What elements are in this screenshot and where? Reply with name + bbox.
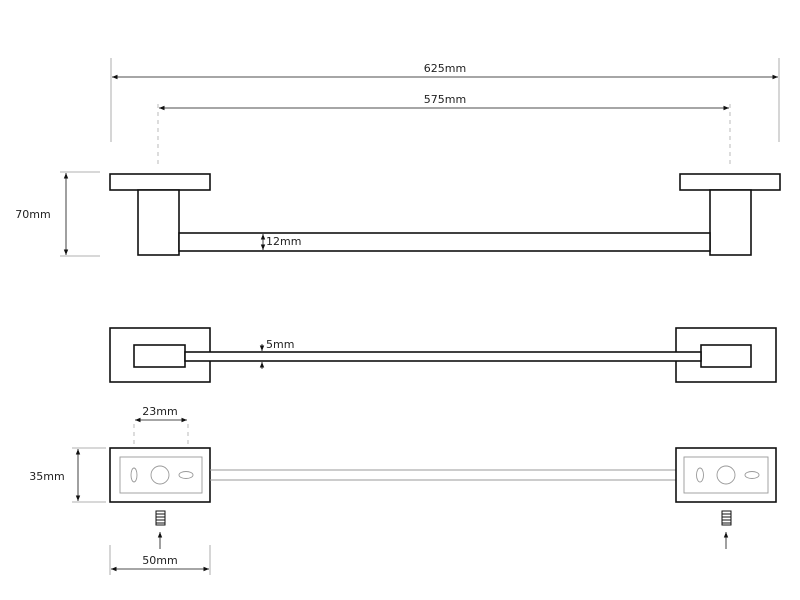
right-wall-plate bbox=[679, 173, 781, 191]
left-post-top bbox=[133, 344, 186, 368]
right-screw-icon bbox=[721, 510, 732, 526]
left-slot-hole-vertical bbox=[130, 467, 138, 483]
left-screw-icon bbox=[155, 510, 166, 526]
bar-height-label: 12mm bbox=[266, 235, 301, 248]
right-mounting-plate bbox=[675, 447, 777, 503]
left-bracket-post bbox=[137, 189, 180, 256]
left-center-hole bbox=[150, 465, 170, 485]
right-bracket-post bbox=[709, 189, 752, 256]
hole-spacing-label: 23mm bbox=[142, 405, 177, 418]
right-post-top bbox=[700, 344, 752, 368]
height-label: 70mm bbox=[15, 208, 50, 221]
overall-width-label: 625mm bbox=[424, 62, 466, 75]
left-slot-hole-horizontal bbox=[178, 471, 194, 479]
right-slot-hole-horizontal bbox=[744, 471, 760, 479]
right-slot-hole-vertical bbox=[696, 467, 704, 483]
left-mounting-plate bbox=[109, 447, 211, 503]
plate-depth-label: 35mm bbox=[29, 470, 64, 483]
front-view: 625mm 575mm 70mm 12mm bbox=[15, 58, 781, 257]
right-center-hole bbox=[716, 465, 736, 485]
left-plate-recess bbox=[119, 456, 203, 494]
plate-width-label: 50mm bbox=[142, 554, 177, 567]
bar-thickness-label: 5mm bbox=[266, 338, 294, 351]
right-plate-recess bbox=[683, 456, 769, 494]
towel-bar-top bbox=[184, 351, 702, 362]
bracket-spacing-label: 575mm bbox=[424, 93, 466, 106]
towel-bar-front bbox=[178, 232, 711, 252]
mounting-view: 23mm 35mm bbox=[29, 405, 777, 575]
top-view: 5mm bbox=[109, 327, 777, 383]
left-wall-plate bbox=[109, 173, 211, 191]
